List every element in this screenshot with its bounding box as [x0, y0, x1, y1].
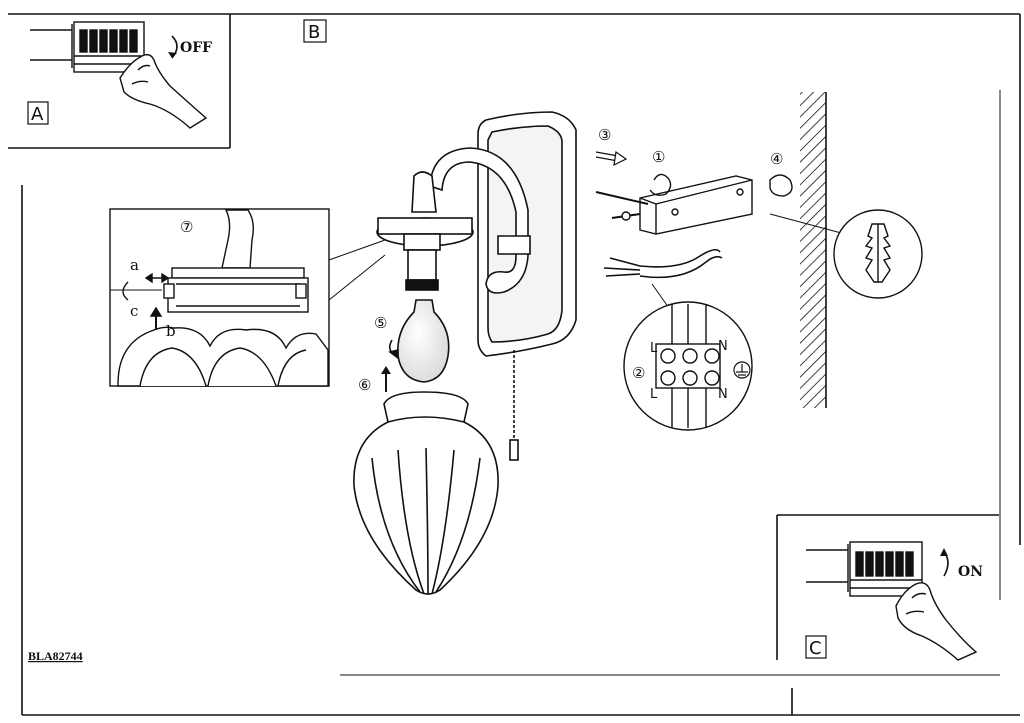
- right-arrow-icon: [595, 150, 628, 167]
- panel-b-letter-box: [303, 19, 327, 43]
- off-label: OFF: [180, 40, 212, 56]
- earth-symbol-icon: [733, 361, 751, 379]
- glass-shade-drawing: [353, 391, 499, 595]
- panel-b-letter: B: [308, 22, 320, 43]
- on-label: ON: [958, 564, 983, 580]
- panel-a-letter-box: [27, 101, 49, 125]
- sheet-frame: [8, 13, 1021, 716]
- reference-code: BLA82744: [28, 649, 83, 663]
- step-4-label: ④: [770, 150, 783, 168]
- terminal-l-top: L: [650, 341, 658, 356]
- detail-7-b: b: [166, 322, 176, 340]
- detail-7-inset: ⑦ a c b: [109, 208, 386, 387]
- wall-plug-callout: [833, 209, 923, 299]
- lamp-arm: [429, 147, 529, 294]
- terminal-n-top: N: [718, 339, 728, 354]
- screw-arrows-icon: [110, 272, 170, 330]
- terminal-n-bottom: N: [718, 387, 728, 402]
- step-7-label: ⑦: [180, 218, 193, 236]
- up-arrow-icon: [381, 366, 391, 392]
- detail-7-c: c: [130, 302, 138, 320]
- panel-a-letter: A: [31, 104, 44, 125]
- step-3-label: ③: [598, 126, 611, 144]
- step-5-label: ⑤: [374, 314, 387, 332]
- step-1-label: ①: [652, 148, 665, 166]
- panel-c-letter: C: [809, 638, 822, 659]
- mounting-bracket-drawing: [595, 173, 793, 235]
- panel-b: B: [303, 19, 327, 43]
- step-6-label: ⑥: [358, 376, 371, 394]
- bulb-drawing: [388, 299, 450, 383]
- hand-icon: [119, 53, 208, 129]
- terminal-block-callout: L N L N: [623, 301, 753, 431]
- hand-icon: [895, 582, 978, 661]
- wall-plug-icon: [864, 223, 892, 283]
- panel-a: OFF A: [27, 21, 212, 129]
- breaker-box-icon: [30, 21, 145, 73]
- panel-c: ON C: [776, 514, 999, 665]
- terminal-l-bottom: L: [650, 387, 658, 402]
- holder-detail-drawing: [117, 209, 329, 387]
- wall-lamp-drawing: [376, 111, 577, 461]
- wall-section-drawing: [769, 92, 861, 408]
- step-2-label: ②: [632, 364, 645, 382]
- detail-7-a: a: [130, 256, 139, 274]
- panel-c-letter-box: [805, 635, 827, 659]
